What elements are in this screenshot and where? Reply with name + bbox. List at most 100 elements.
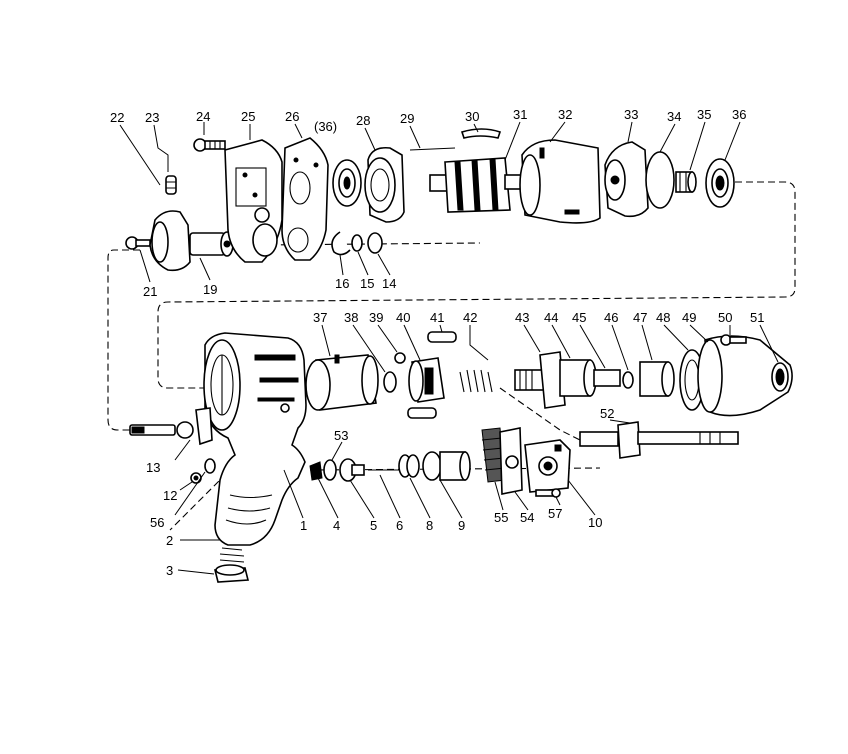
label-31: 31 (513, 107, 527, 122)
label-9: 9 (458, 518, 465, 533)
part-40-hammer-cage (408, 357, 445, 403)
label-47: 47 (633, 310, 647, 325)
label-26: 26 (285, 109, 299, 124)
label-21: 21 (143, 284, 157, 299)
label-24: 24 (196, 109, 210, 124)
part-25-end-plate (224, 139, 283, 263)
part-55-gear (481, 427, 506, 483)
part-38-washer (383, 371, 397, 393)
part-35-spacer (675, 171, 697, 193)
label-52: 52 (600, 406, 614, 421)
label-6: 6 (396, 518, 403, 533)
label-42: 42 (463, 310, 477, 325)
label-23: 23 (145, 110, 159, 125)
part-5-valve (339, 458, 365, 482)
part-50-screw (720, 334, 747, 346)
part-28-rear-plate (364, 146, 405, 223)
part-21-screw (125, 236, 151, 250)
label-3: 3 (166, 563, 173, 578)
part-36-bearing-ref (332, 159, 362, 207)
label-55: 55 (494, 510, 508, 525)
label-13: 13 (146, 460, 160, 475)
label-28: 28 (356, 113, 370, 128)
label-41: 41 (430, 310, 444, 325)
part-19-rear-cover (149, 210, 234, 272)
part-26-gasket (281, 137, 329, 261)
part-41-pin-upper (427, 331, 457, 343)
label-36-ref: (36) (314, 119, 337, 134)
label-16: 16 (335, 276, 349, 291)
part-15-ring (351, 234, 363, 252)
part-44-anvil-body (559, 359, 597, 397)
part-45-bushing (593, 369, 621, 387)
leader-lines (119, 121, 779, 575)
label-30: 30 (465, 109, 479, 124)
part-30-rotor-blade (460, 128, 502, 139)
part-8-seals (398, 454, 420, 478)
label-25: 25 (241, 109, 255, 124)
label-12: 12 (163, 488, 177, 503)
part-labels: 22 23 24 25 26 (36) 28 29 30 31 32 33 34… (110, 107, 764, 578)
part-32-cylinder (519, 139, 601, 224)
label-51: 51 (750, 310, 764, 325)
label-43: 43 (515, 310, 529, 325)
part-3-plug (213, 564, 250, 583)
part-53-washer (323, 459, 337, 481)
label-44: 44 (544, 310, 558, 325)
label-39: 39 (369, 310, 383, 325)
label-22: 22 (110, 110, 124, 125)
label-56: 56 (150, 515, 164, 530)
part-1-housing (195, 332, 307, 546)
part-4-plug (309, 461, 323, 481)
label-34: 34 (667, 109, 681, 124)
label-57: 57 (548, 506, 562, 521)
part-46-o-ring (622, 371, 634, 389)
part-36-bearing (705, 158, 735, 208)
part-34-gasket (645, 151, 675, 209)
part-37-hammer-case (305, 354, 379, 411)
label-15: 15 (360, 276, 374, 291)
label-46: 46 (604, 310, 618, 325)
part-57-screw (535, 488, 561, 498)
label-4: 4 (333, 518, 340, 533)
part-2-spring (219, 547, 245, 569)
label-49: 49 (682, 310, 696, 325)
label-50: 50 (718, 310, 732, 325)
part-12-screw (190, 472, 202, 484)
part-56-ring (204, 458, 216, 474)
part-9-regulator (422, 451, 471, 481)
part-54-plate (499, 427, 523, 495)
label-37: 37 (313, 310, 327, 325)
label-19: 19 (203, 282, 217, 297)
label-53: 53 (334, 428, 348, 443)
part-49-nose-case (697, 335, 793, 417)
part-16-snap-ring (331, 231, 351, 256)
label-14: 14 (382, 276, 396, 291)
part-33-front-plate (604, 141, 649, 218)
label-29: 29 (400, 111, 414, 126)
part-43-anvil (514, 351, 566, 409)
part-51-nose-bushing (771, 362, 789, 392)
label-38: 38 (344, 310, 358, 325)
part-29-pin (409, 147, 456, 151)
label-8: 8 (426, 518, 433, 533)
label-5: 5 (370, 518, 377, 533)
part-52-anvil-shaft (579, 421, 739, 459)
label-48: 48 (656, 310, 670, 325)
part-23-spring (165, 175, 177, 195)
part-10-valve-block (524, 439, 571, 493)
part-24-screw (193, 138, 226, 152)
part-41-pin-lower (407, 407, 437, 419)
label-33: 33 (624, 107, 638, 122)
part-14-o-ring (367, 232, 383, 254)
part-42-spring (459, 369, 493, 393)
label-32: 32 (558, 107, 572, 122)
label-1: 1 (300, 518, 307, 533)
part-39-ball (394, 352, 406, 364)
label-45: 45 (572, 310, 586, 325)
label-54: 54 (520, 510, 534, 525)
label-10: 10 (588, 515, 602, 530)
part-13-reverse-valve (129, 421, 194, 439)
label-40: 40 (396, 310, 410, 325)
